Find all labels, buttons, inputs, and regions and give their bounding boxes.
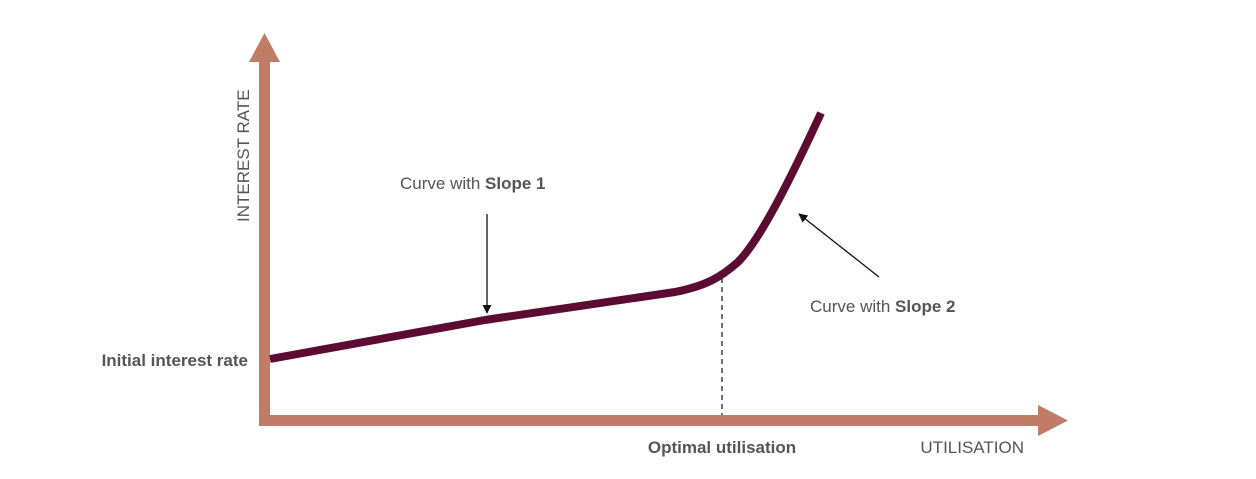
y-axis	[249, 33, 280, 426]
x-axis	[259, 405, 1068, 436]
slope-2-bold: Slope 2	[895, 297, 955, 316]
y-axis-label: INTEREST RATE	[234, 89, 253, 222]
interest-rate-curve	[269, 111, 825, 363]
slope-2-prefix: Curve with	[810, 297, 895, 316]
y-axis-line	[259, 60, 270, 426]
slope-2-pointer-arrow	[798, 213, 880, 278]
optimal-utilisation-label: Optimal utilisation	[648, 438, 796, 457]
slope-2-label: Curve with Slope 2	[810, 297, 956, 316]
slope-1-prefix: Curve with	[400, 174, 485, 193]
slope-1-label: Curve with Slope 1	[400, 174, 546, 193]
slope-1-bold: Slope 1	[485, 174, 545, 193]
x-axis-label: UTILISATION	[920, 438, 1024, 457]
x-axis-line	[259, 415, 1041, 426]
x-axis-arrowhead	[1038, 405, 1068, 436]
y-axis-arrowhead	[249, 33, 280, 62]
initial-rate-label: Initial interest rate	[102, 351, 248, 370]
